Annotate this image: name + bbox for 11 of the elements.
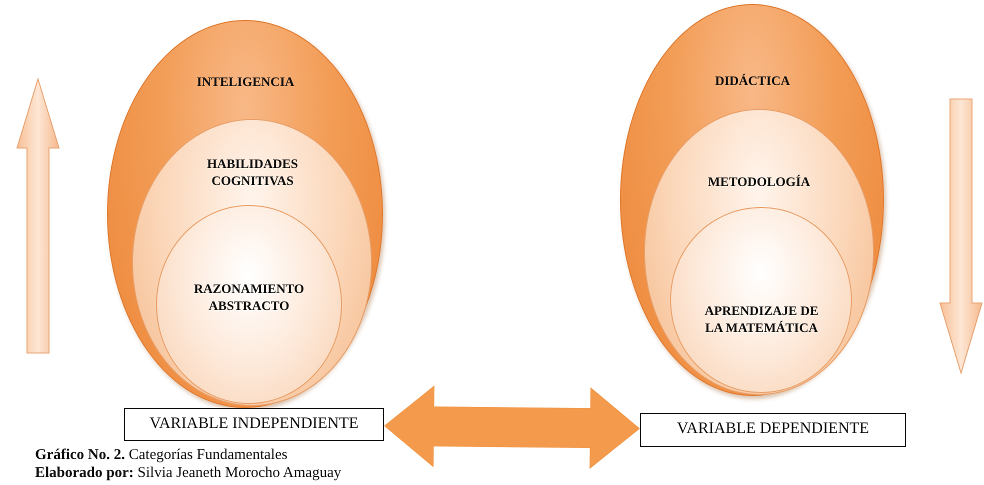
category-label: DIDÁCTICA [714, 72, 791, 89]
author-note: Elaborado por: Silvia Jeaneth Morocho Amaguay [35, 464, 342, 482]
category-label: INTELIGENCIA [196, 73, 295, 90]
category-label: RAZONAMIENTO ABSTRACTO [193, 280, 305, 314]
figure-caption: Gráfico No. 2. Categorías Fundamentales [35, 446, 288, 464]
variable-box: VARIABLE INDEPENDIENTE [124, 408, 384, 441]
variable-box: VARIABLE DEPENDIENTE [640, 413, 906, 447]
category-label: HABILIDADES COGNITIVAS [206, 155, 299, 189]
category-label: APRENDIZAJE DE LA MATEMÁTICA [704, 302, 819, 336]
double-arrow [384, 385, 640, 470]
category-label: METODOLOGÍA [707, 173, 811, 190]
